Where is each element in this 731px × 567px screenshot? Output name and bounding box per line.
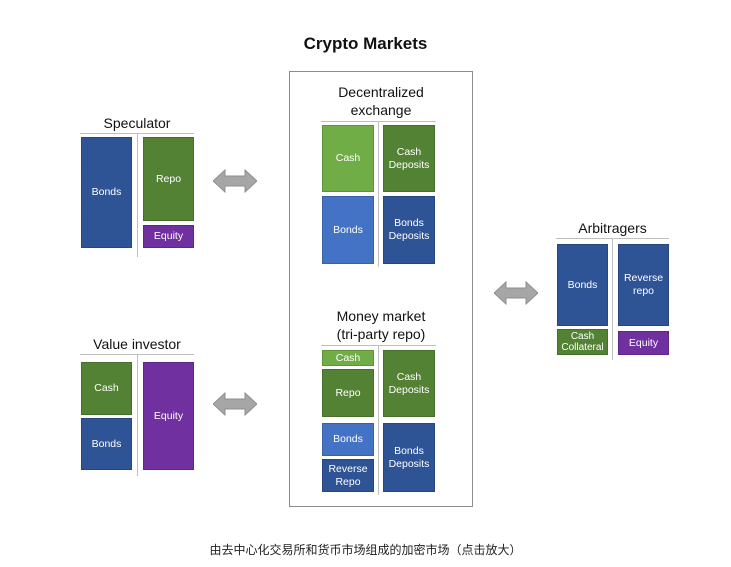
- arbitragers-arrow-icon: [494, 281, 538, 305]
- money-market-cash-text: Cash: [335, 351, 361, 364]
- speculator-label: Speculator: [103, 115, 171, 131]
- speculator-exchange-arrow-icon: [213, 169, 257, 193]
- speculator-repo-block: Repo: [143, 137, 194, 221]
- arbitragers-balance-line: [612, 238, 613, 360]
- arbitragers-bonds-block: Bonds: [557, 244, 608, 326]
- value-investor-money-market-arrow-icon: [213, 392, 257, 416]
- money-market-bonds-text: Bonds: [333, 433, 363, 445]
- diagram-title: Crypto Markets: [303, 34, 428, 53]
- arbitragers-equity-block: Equity: [618, 331, 669, 355]
- dex-bonds-text: Bonds: [333, 223, 363, 236]
- dex-cash-deposits-line1: Cash: [396, 145, 422, 158]
- value-investor-cash-block: Cash: [81, 362, 132, 415]
- dex-balance-line: [378, 121, 379, 267]
- crypto-markets-frame: [289, 71, 473, 507]
- arbitragers-reverse-repo-line1: Reverse: [623, 272, 664, 284]
- dex-bonds-deposits-line1: Bonds: [394, 217, 424, 229]
- dex-label-line1: Decentralized: [338, 84, 424, 100]
- speculator-balance-line: [137, 133, 138, 257]
- money-market-label-line2: (tri-party repo): [336, 326, 426, 342]
- dex-label: Decentralized exchange: [290, 83, 472, 119]
- money-market-cash-deposits-line1: Cash: [396, 370, 422, 383]
- money-market-bonds-block: Bonds: [322, 423, 374, 456]
- arbitragers-cash-collateral-line1: Cash: [570, 331, 595, 342]
- money-market-cash-block: Cash: [322, 350, 374, 366]
- money-market-bonds-deposits-line2: Deposits: [388, 457, 430, 470]
- dex-cash-deposits-line2: Deposits: [388, 158, 430, 171]
- money-market-bonds-deposits-line1: Bonds: [394, 444, 424, 457]
- value-investor-equity-block: Equity: [143, 362, 194, 470]
- money-market-reverse-repo-line2: Repo: [335, 475, 361, 488]
- value-investor-bonds-block: Bonds: [81, 418, 132, 470]
- value-investor-equity-text: Equity: [153, 409, 184, 422]
- money-market-repo-block: Repo: [322, 369, 374, 417]
- arbitragers-cash-collateral-line2: Collateral: [561, 342, 604, 353]
- money-market-cash-deposits-line2: Deposits: [388, 383, 430, 396]
- speculator-equity-text: Equity: [153, 230, 184, 242]
- money-market-repo-text: Repo: [335, 386, 361, 399]
- speculator-equity-block: Equity: [143, 225, 194, 248]
- value-investor-cash-text: Cash: [94, 382, 119, 394]
- arbitragers-bonds-text: Bonds: [567, 278, 598, 291]
- dex-cash-text: Cash: [335, 152, 361, 164]
- speculator-bonds-block: Bonds: [81, 137, 132, 248]
- money-market-balance-line: [378, 345, 379, 495]
- value-investor-label: Value investor: [93, 336, 181, 352]
- money-market-reverse-repo-line1: Reverse: [328, 462, 368, 475]
- money-market-label: Money market (tri-party repo): [290, 307, 472, 343]
- arbitragers-reverse-repo-line2: repo: [632, 285, 654, 297]
- speculator-repo-text: Repo: [155, 172, 182, 185]
- arbitragers-label: Arbitragers: [578, 220, 647, 236]
- value-investor-balance-line: [137, 354, 138, 476]
- dex-label-line2: exchange: [350, 102, 412, 118]
- value-investor-bonds-text: Bonds: [91, 437, 122, 450]
- dex-bonds-deposits-line2: Deposits: [388, 230, 430, 242]
- arbitragers-equity-text: Equity: [628, 336, 659, 349]
- money-market-label-line1: Money market: [336, 308, 426, 324]
- dex-bonds-block: Bonds: [322, 196, 374, 264]
- speculator-bonds-text: Bonds: [91, 186, 122, 198]
- dex-cash-block: Cash: [322, 125, 374, 192]
- figure-caption[interactable]: 由去中心化交易所和货币市场组成的加密市场（点击放大）: [209, 543, 522, 557]
